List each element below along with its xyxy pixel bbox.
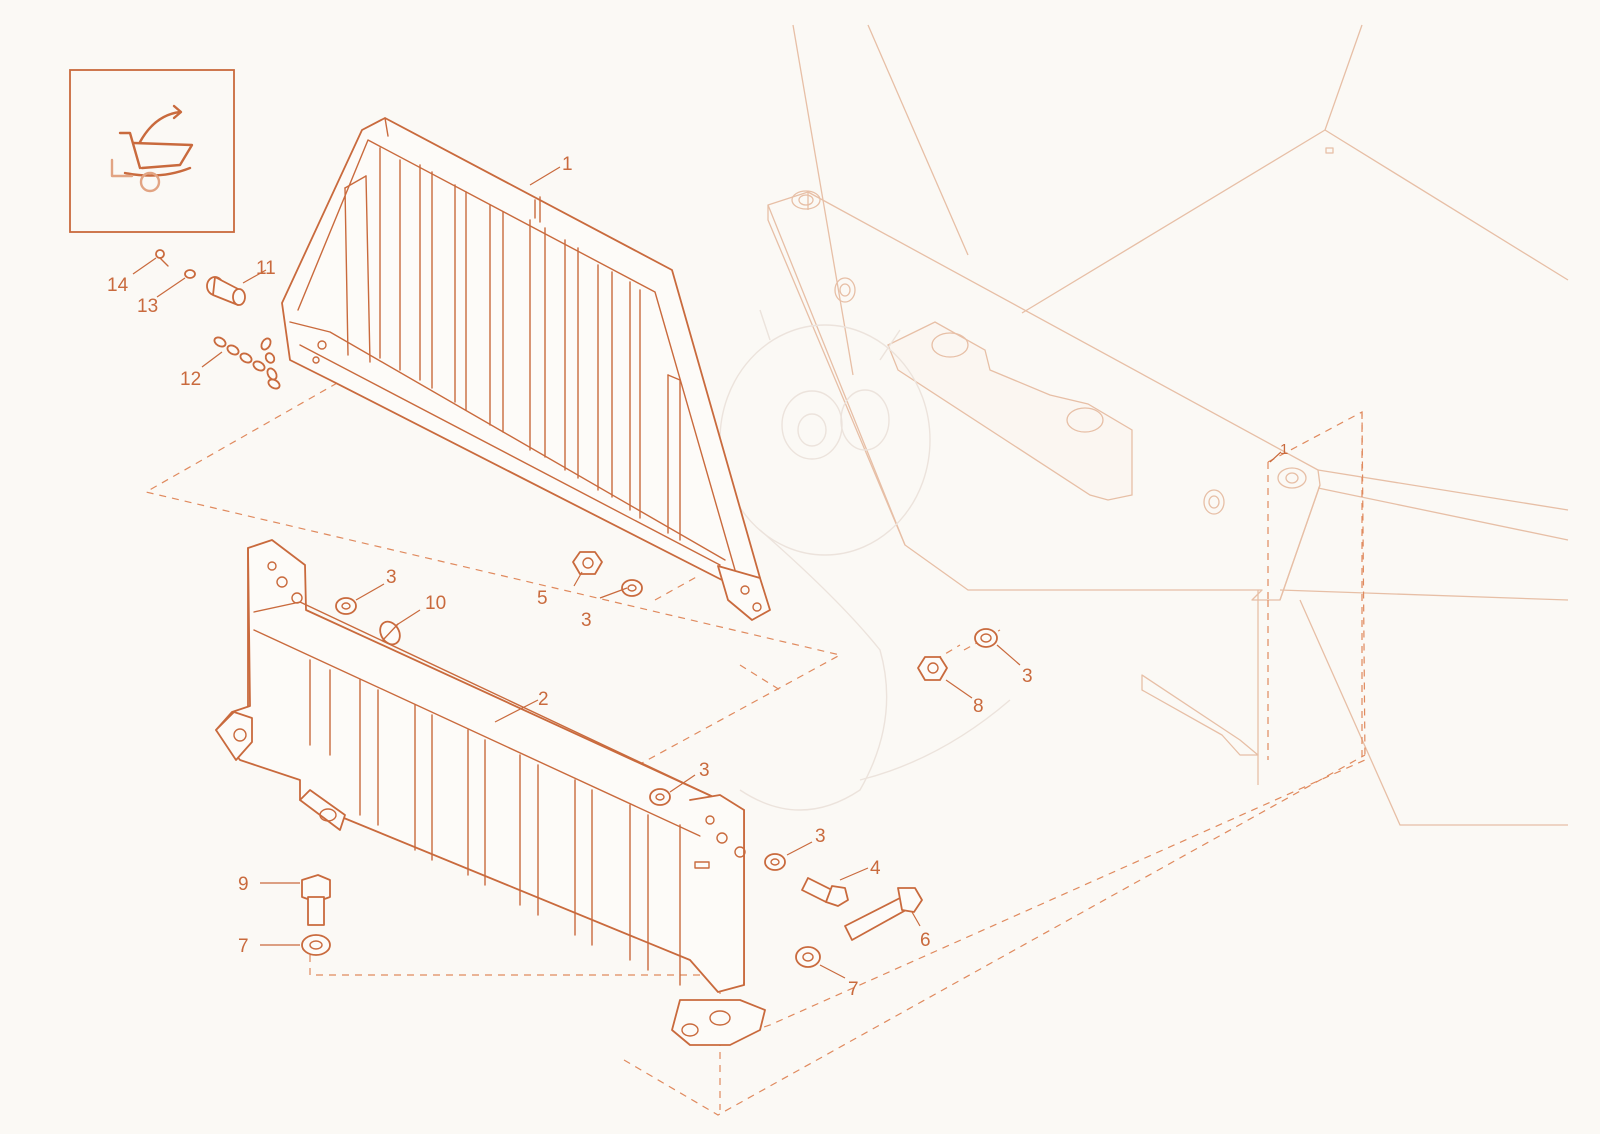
bolt-4 [801,877,849,907]
callout-4: 4 [870,858,881,879]
washer-3-d [649,788,671,806]
washer-3-c [974,628,998,648]
chain-12 [213,336,281,390]
callout-3-e: 3 [815,826,826,847]
callout-8: 8 [973,696,984,717]
callout-1: 1 [562,154,573,175]
callout-7-a: 7 [238,936,249,957]
callout-9: 9 [238,874,249,895]
callout-11: 11 [256,258,276,279]
callout-3-a: 3 [386,567,397,588]
bolt-9 [301,874,331,926]
tipping-cart-icon [69,69,235,233]
callout-10: 10 [425,593,446,614]
hardware-parts [155,249,998,968]
callout-3-b: 3 [581,610,592,631]
ghost-machine-body [767,24,1569,826]
washer-7-b [795,946,821,968]
washer-3-a [335,597,357,615]
callout-5: 5 [537,588,548,609]
callout-6: 6 [920,930,931,951]
pin-11 [206,276,246,306]
callout-labels: 1 1 2 3 3 3 3 3 4 5 6 7 7 8 9 10 11 12 1… [107,154,1288,1000]
leader-lines [132,166,1282,979]
callout-3-d: 3 [699,760,710,781]
washer-3-e [764,853,786,871]
callout-14: 14 [107,275,129,296]
washer-7-a [301,934,331,956]
mascot-watermark [719,309,1011,811]
callout-7-b: 7 [848,979,859,1000]
callout-2: 2 [538,689,549,710]
clip-10 [379,620,401,646]
screw-14 [155,249,169,267]
part-2-lower-frame [215,539,766,1046]
part-1-upper-frame [281,117,771,621]
callout-12: 12 [180,369,201,390]
callout-1-b: 1 [1280,441,1288,458]
callout-13: 13 [137,296,158,317]
nut-8 [917,656,948,681]
bolt-6 [844,887,923,941]
callout-3-c: 3 [1022,666,1033,687]
washer-13 [184,269,196,279]
nut-5 [572,551,603,575]
washer-3-b [621,579,643,597]
